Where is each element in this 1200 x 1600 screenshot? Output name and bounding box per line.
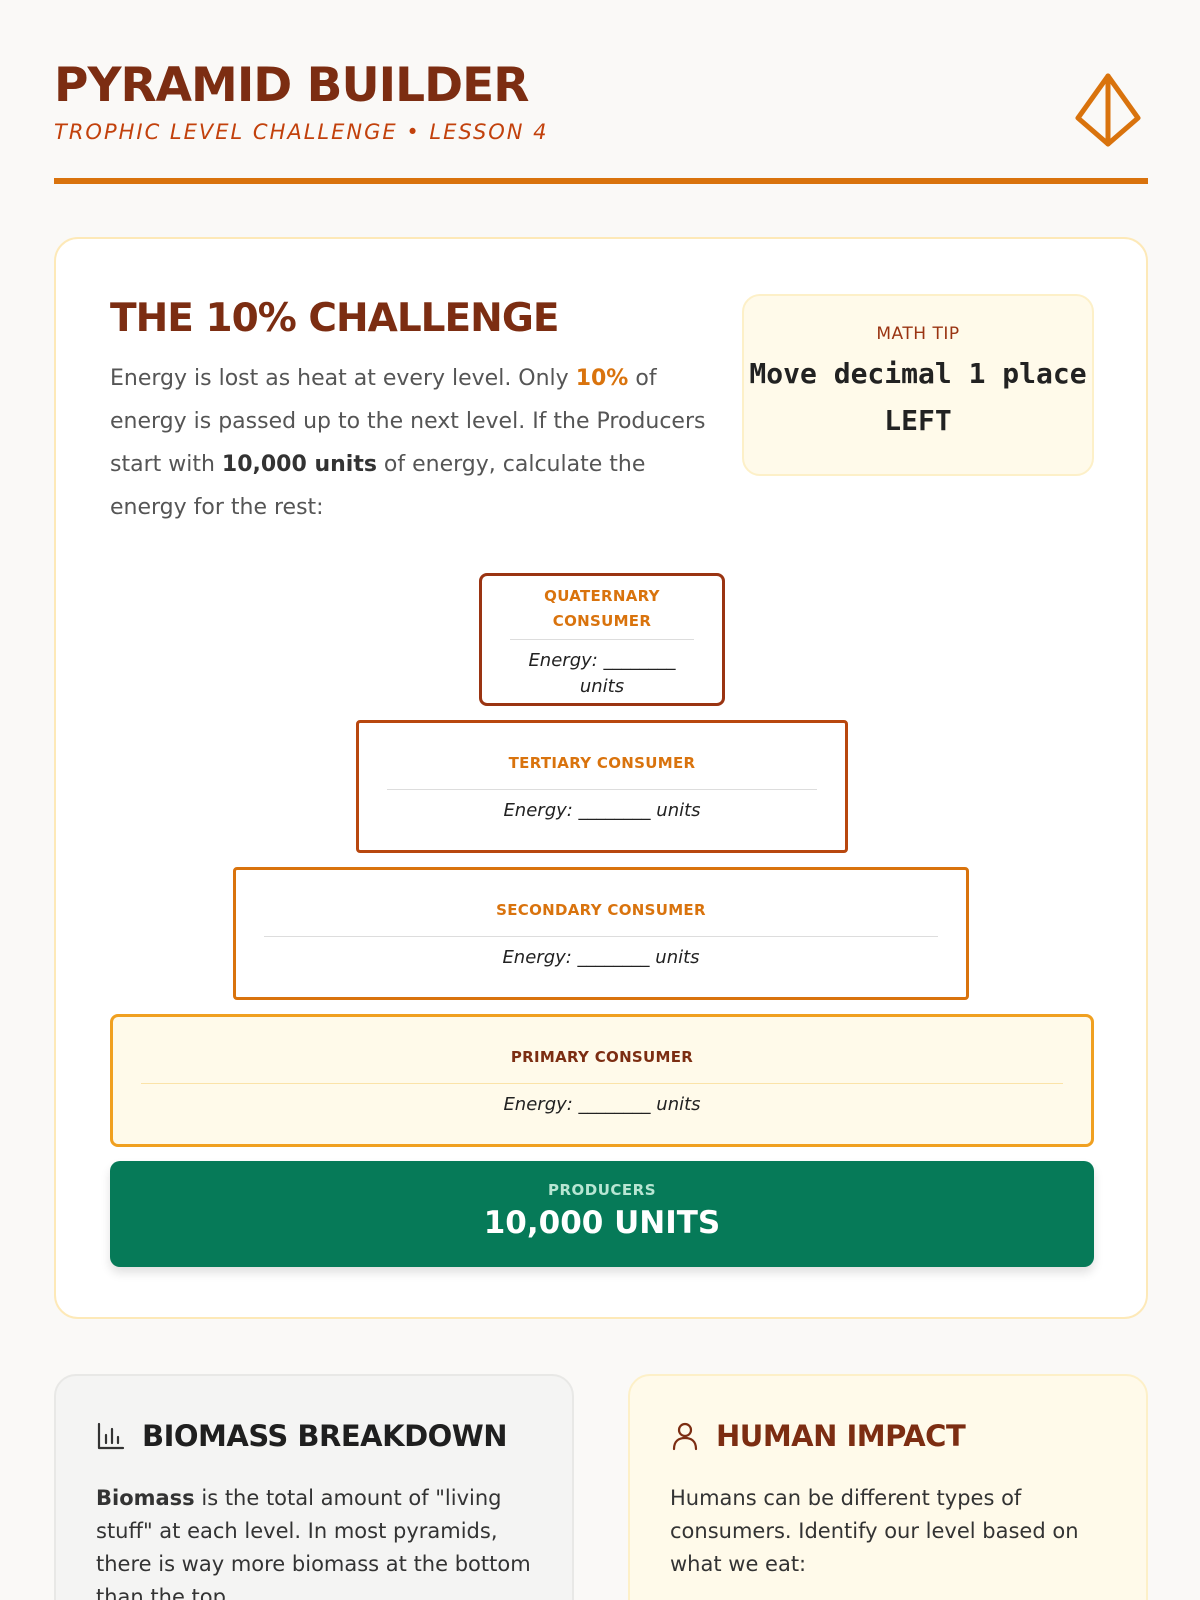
tier-label: QUATERNARY CONSUMER <box>544 587 660 630</box>
biomass-text: Biomass is the total amount of "living s… <box>96 1486 531 1600</box>
producers-label: PRODUCERS <box>547 1181 657 1199</box>
tier-label: PRIMARY CONSUMER <box>510 1048 694 1066</box>
tier-tertiary: TERTIARY CONSUMER Energy: ________ units <box>356 720 848 853</box>
highlight-percent: 10% <box>575 366 629 391</box>
page-header: PYRAMID BUILDER TROPHIC LEVEL CHALLENGE … <box>54 58 1148 184</box>
human-title: HUMAN IMPACT <box>716 1419 966 1453</box>
tier-divider <box>510 639 694 640</box>
tier-divider <box>264 936 938 937</box>
tier-producers: PRODUCERS 10,000 UNITS <box>110 1161 1094 1267</box>
biomass-card: BIOMASS BREAKDOWN Biomass is the total a… <box>54 1374 574 1600</box>
energy-blank[interactable]: Energy: ________ units <box>528 650 676 697</box>
person-icon <box>672 1422 698 1451</box>
energy-blank[interactable]: Energy: ________ units <box>503 1094 701 1115</box>
biomass-title: BIOMASS BREAKDOWN <box>142 1419 508 1453</box>
math-tip-box: MATH TIP Move decimal 1 place LEFT <box>742 294 1094 476</box>
human-header: HUMAN IMPACT <box>670 1416 966 1456</box>
human-impact-card: HUMAN IMPACT Humans can be different typ… <box>628 1374 1148 1600</box>
biomass-header: BIOMASS BREAKDOWN <box>96 1416 508 1456</box>
tier-divider <box>387 789 817 790</box>
tier-label: SECONDARY CONSUMER <box>496 901 706 919</box>
page-title: PYRAMID BUILDER <box>54 58 529 113</box>
producers-value: 10,000 UNITS <box>483 1205 721 1241</box>
tier-secondary: SECONDARY CONSUMER Energy: ________ unit… <box>233 867 969 1000</box>
bar-chart-icon <box>97 1422 125 1450</box>
challenge-text: Energy is lost as heat at every level. O… <box>110 366 706 520</box>
page-subtitle: TROPHIC LEVEL CHALLENGE • LESSON 4 <box>54 120 549 144</box>
challenge-title: THE 10% CHALLENGE <box>110 296 559 341</box>
energy-blank[interactable]: Energy: ________ units <box>502 947 700 968</box>
energy-blank[interactable]: Energy: ________ units <box>503 800 701 821</box>
challenge-card: THE 10% CHALLENGE Energy is lost as heat… <box>54 237 1148 1319</box>
bold-units: 10,000 units <box>221 452 377 477</box>
tier-primary: PRIMARY CONSUMER Energy: ________ units <box>110 1014 1094 1147</box>
tier-divider <box>141 1083 1063 1084</box>
math-tip-label: MATH TIP <box>876 324 960 344</box>
math-tip-text: Move decimal 1 place LEFT <box>749 357 1087 437</box>
tier-quaternary: QUATERNARY CONSUMER Energy: ________ uni… <box>479 573 725 706</box>
tier-label: TERTIARY CONSUMER <box>508 754 696 772</box>
human-text: Humans can be different types of consume… <box>670 1486 1079 1576</box>
pyramid-icon <box>1075 73 1141 147</box>
